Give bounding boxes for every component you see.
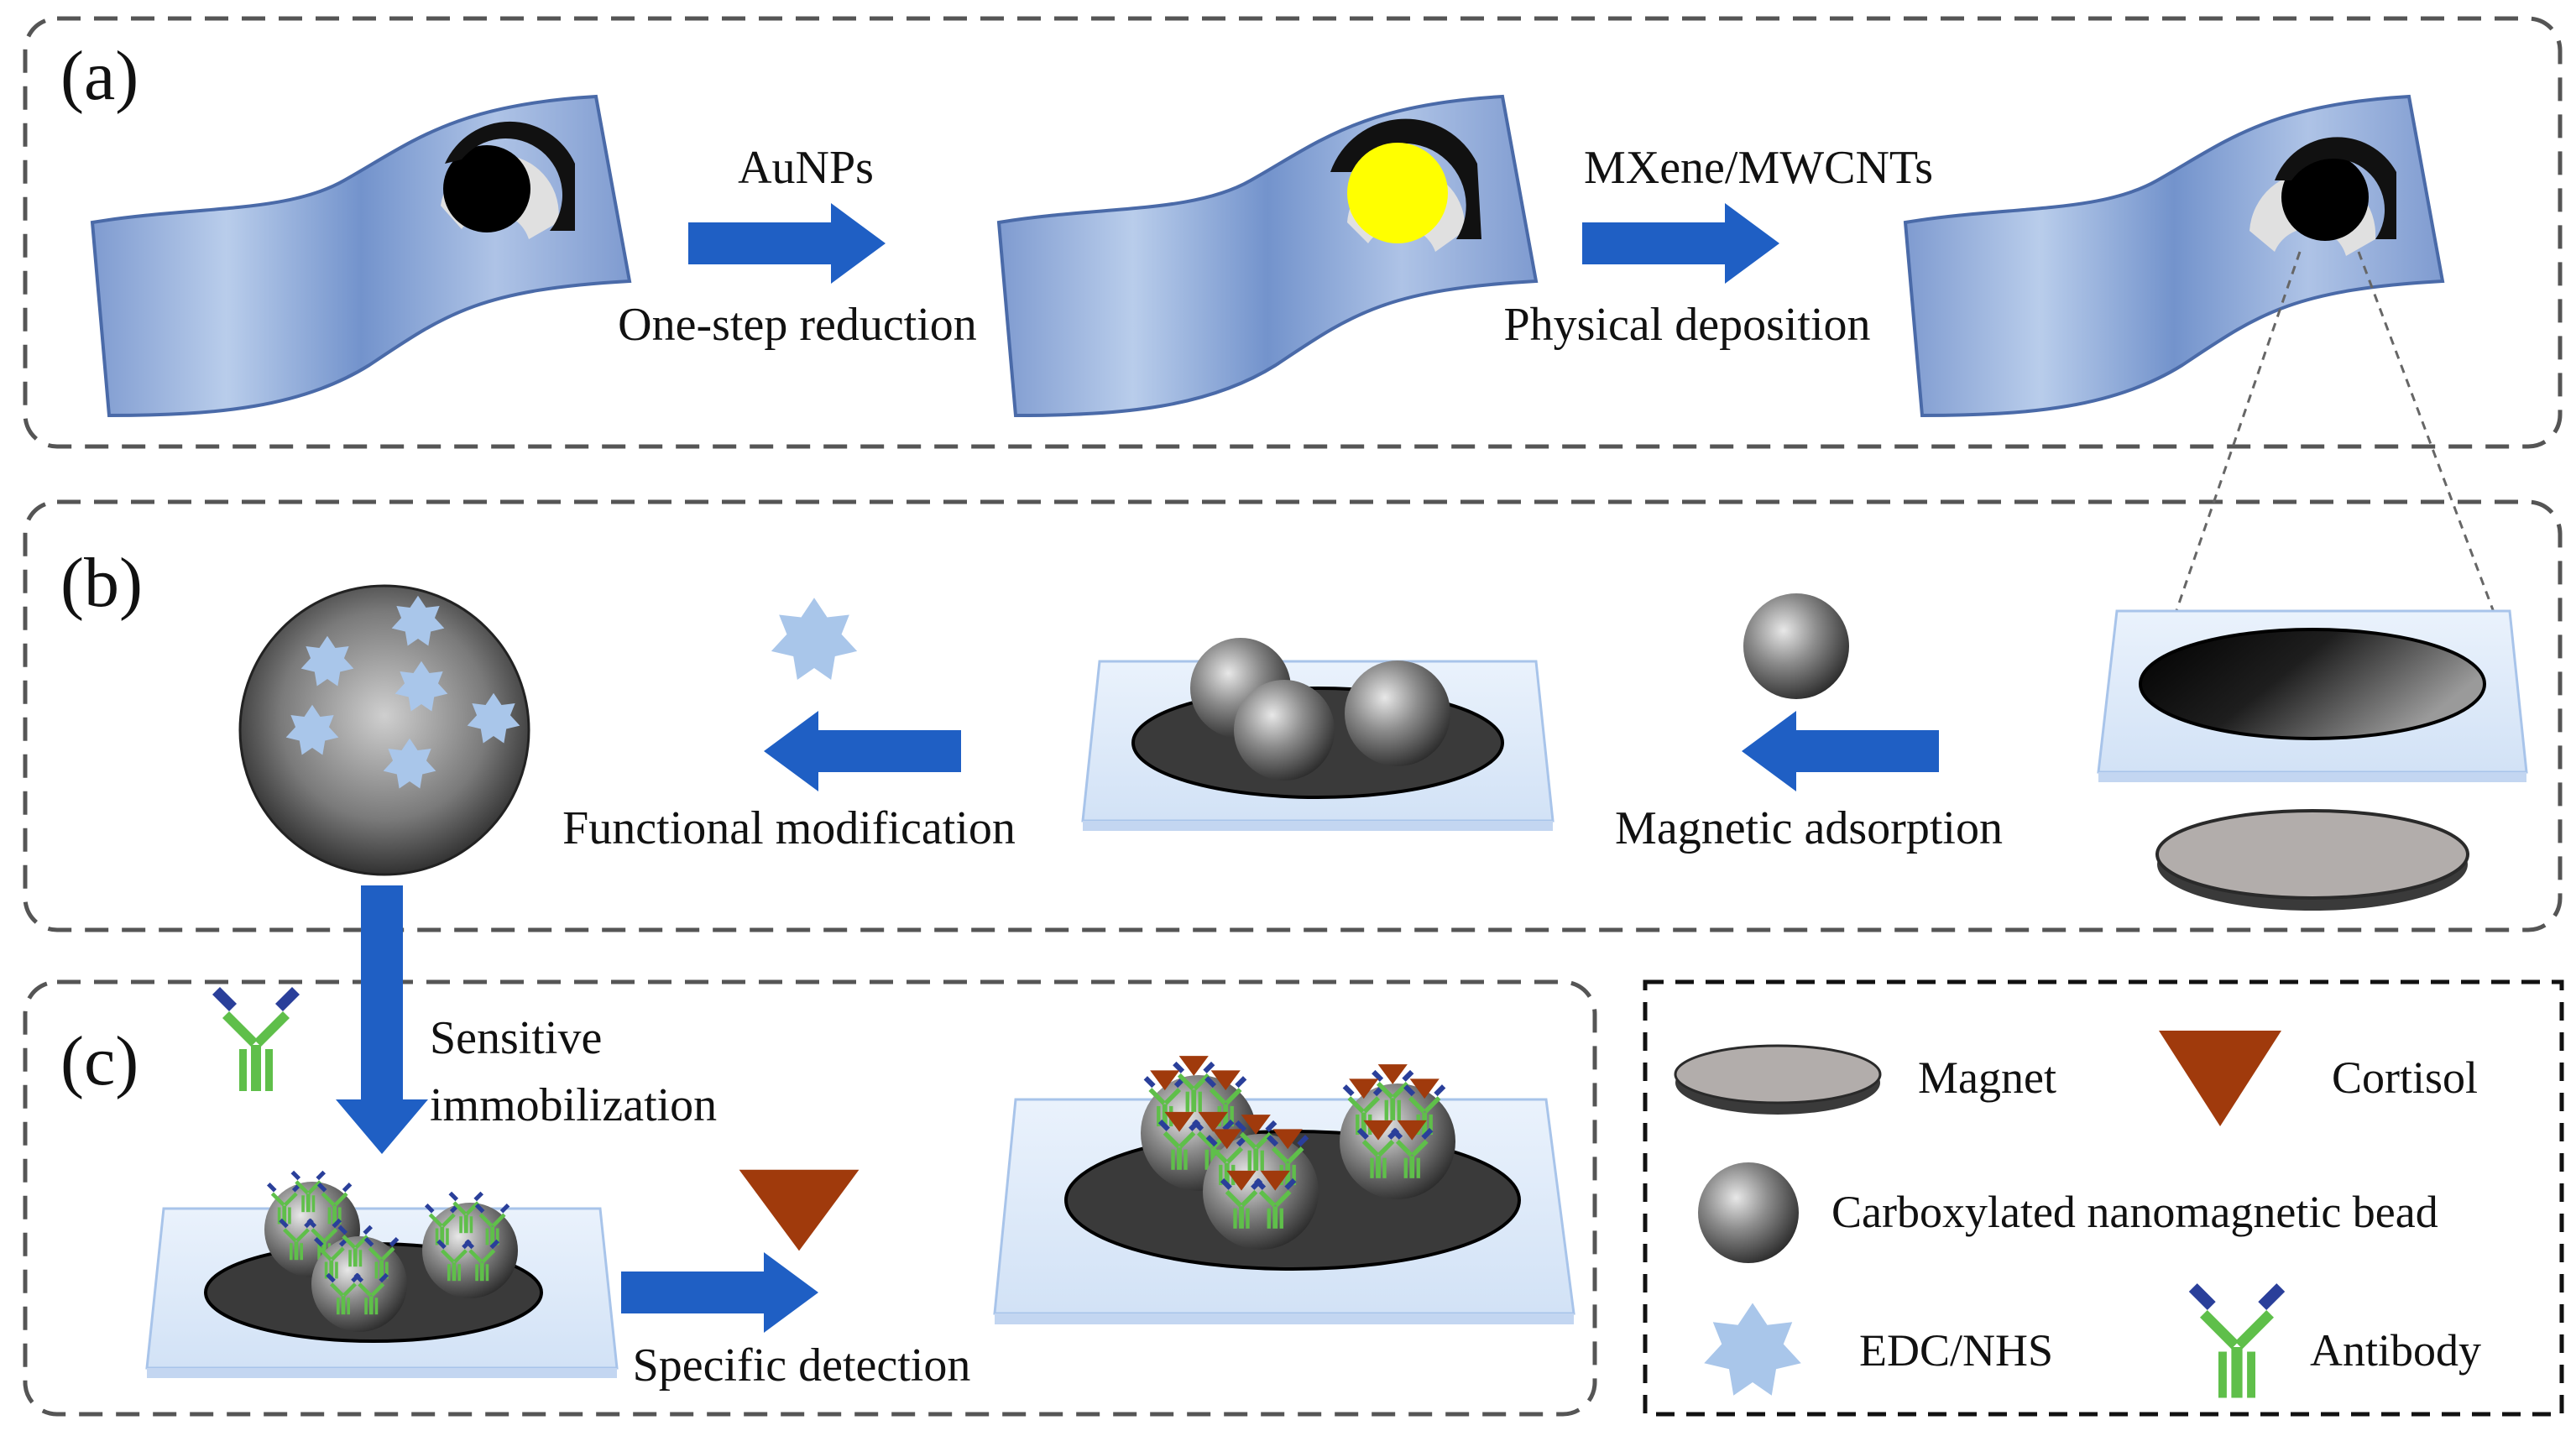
step-b1-bottom: Magnetic adsorption bbox=[1615, 802, 2003, 854]
step-b2-bottom: Functional modification bbox=[562, 802, 1016, 854]
panel-c-frame bbox=[23, 979, 1597, 1417]
legend-cortisol-label: Cortisol bbox=[2332, 1052, 2478, 1103]
zoom-line-right bbox=[2357, 251, 2511, 655]
arrow-right-icon bbox=[621, 1252, 818, 1333]
electrode-with-beads bbox=[1081, 638, 1554, 833]
legend-antibody-label: Antibody bbox=[2310, 1325, 2481, 1376]
electrode-with-cortisol bbox=[993, 1056, 1575, 1324]
arrow-down-icon bbox=[336, 885, 428, 1154]
legend-magnet: Magnet bbox=[1674, 1044, 2056, 1115]
legend-edc-label: EDC/NHS bbox=[1859, 1325, 2053, 1376]
legend-edc: EDC/NHS bbox=[1704, 1303, 2053, 1396]
bead-icon bbox=[1743, 593, 1849, 699]
cortisol-triangle-icon bbox=[739, 1169, 860, 1251]
antibody-icon bbox=[212, 987, 300, 1091]
step-a2-bottom: Physical deposition bbox=[1503, 299, 1870, 351]
panel-b-frame bbox=[23, 499, 2563, 932]
electrode-with-antibody-beads bbox=[145, 1171, 619, 1380]
magnet-icon bbox=[2155, 809, 2469, 911]
panel-a-frame bbox=[23, 16, 2563, 449]
legend-antibody: Antibody bbox=[2188, 1283, 2481, 1398]
step-c2-bottom: Specific detection bbox=[633, 1339, 971, 1392]
legend-bead: Carboxylated nanomagnetic bead bbox=[1698, 1162, 2438, 1263]
arrow-right-icon bbox=[1582, 203, 1779, 284]
legend-magnet-label: Magnet bbox=[1918, 1052, 2056, 1103]
star-icon bbox=[771, 598, 858, 680]
step-a1-top: AuNPs bbox=[738, 142, 874, 194]
panel-b-label: (b) bbox=[60, 544, 143, 622]
step-c1-line1: Sensitive bbox=[430, 1012, 602, 1064]
electrode-strip-icon bbox=[91, 95, 631, 417]
arrow-right-icon bbox=[688, 203, 886, 284]
legend-frame bbox=[1643, 979, 2564, 1417]
zoomed-electrode bbox=[2097, 609, 2528, 911]
panel-a-label: (a) bbox=[60, 37, 138, 115]
arrow-left-icon bbox=[1742, 711, 1939, 791]
functionalized-bead bbox=[238, 584, 530, 876]
panel-c-label: (c) bbox=[60, 1022, 138, 1100]
legend-bead-label: Carboxylated nanomagnetic bead bbox=[1831, 1187, 2438, 1237]
step-a1-bottom: One-step reduction bbox=[618, 299, 977, 351]
step-a2-top: MXene/MWCNTs bbox=[1584, 142, 1933, 194]
step-c1-line2: immobilization bbox=[430, 1079, 717, 1131]
arrow-left-icon bbox=[764, 711, 961, 791]
electrode-strip-gold bbox=[997, 95, 1538, 417]
legend-cortisol: Cortisol bbox=[2159, 1031, 2478, 1126]
zoom-line-left bbox=[2160, 251, 2302, 655]
electrode-strip-modified bbox=[1904, 95, 2444, 417]
